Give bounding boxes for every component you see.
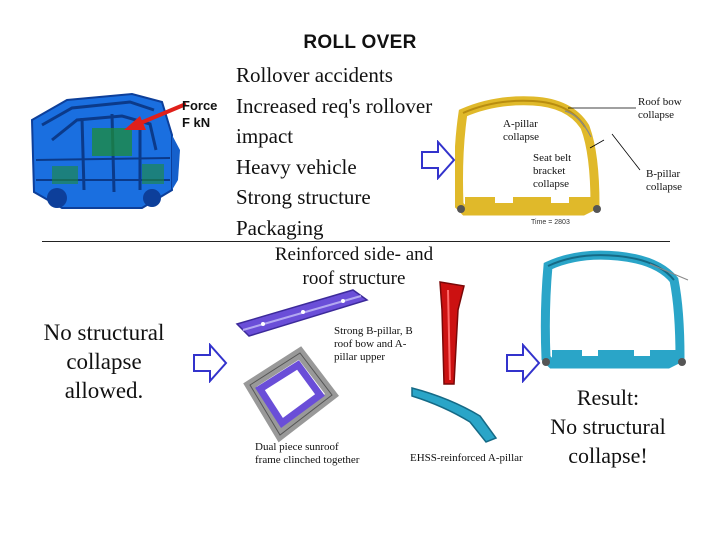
force-label: Force F kN [182,98,218,130]
ehss-a-pillar-label: EHSS-reinforced A-pillar [410,452,523,464]
bullet-item: Rollover accidents [236,63,393,87]
a-pillar-part-image [411,387,498,443]
timestamp-label: Time = 2803 [531,219,570,226]
collapse-simulation-image [455,96,601,216]
b-pillar-part-image [439,281,465,385]
result-simulation-image [540,250,689,369]
section-divider [42,241,670,242]
rollover-bullet-list: Rollover accidents Increased req's rollo… [236,60,432,243]
sunroof-frame-image [243,346,339,443]
right-arrow-icon [421,140,456,180]
force-arrow-icon [124,102,187,130]
right-arrow-icon [193,343,228,383]
bullet-item: Strong structure [236,185,371,209]
bullet-item: Increased req's rollover [236,93,433,118]
callout-lines [568,107,641,171]
bullet-item: impact [236,124,294,148]
bullet-item: Heavy vehicle [236,154,357,179]
bullet-item: Packaging [236,215,324,240]
right-arrow-icon [506,343,541,383]
roof-bow-part-image [235,289,369,337]
page-title: ROLL OVER [303,32,417,53]
